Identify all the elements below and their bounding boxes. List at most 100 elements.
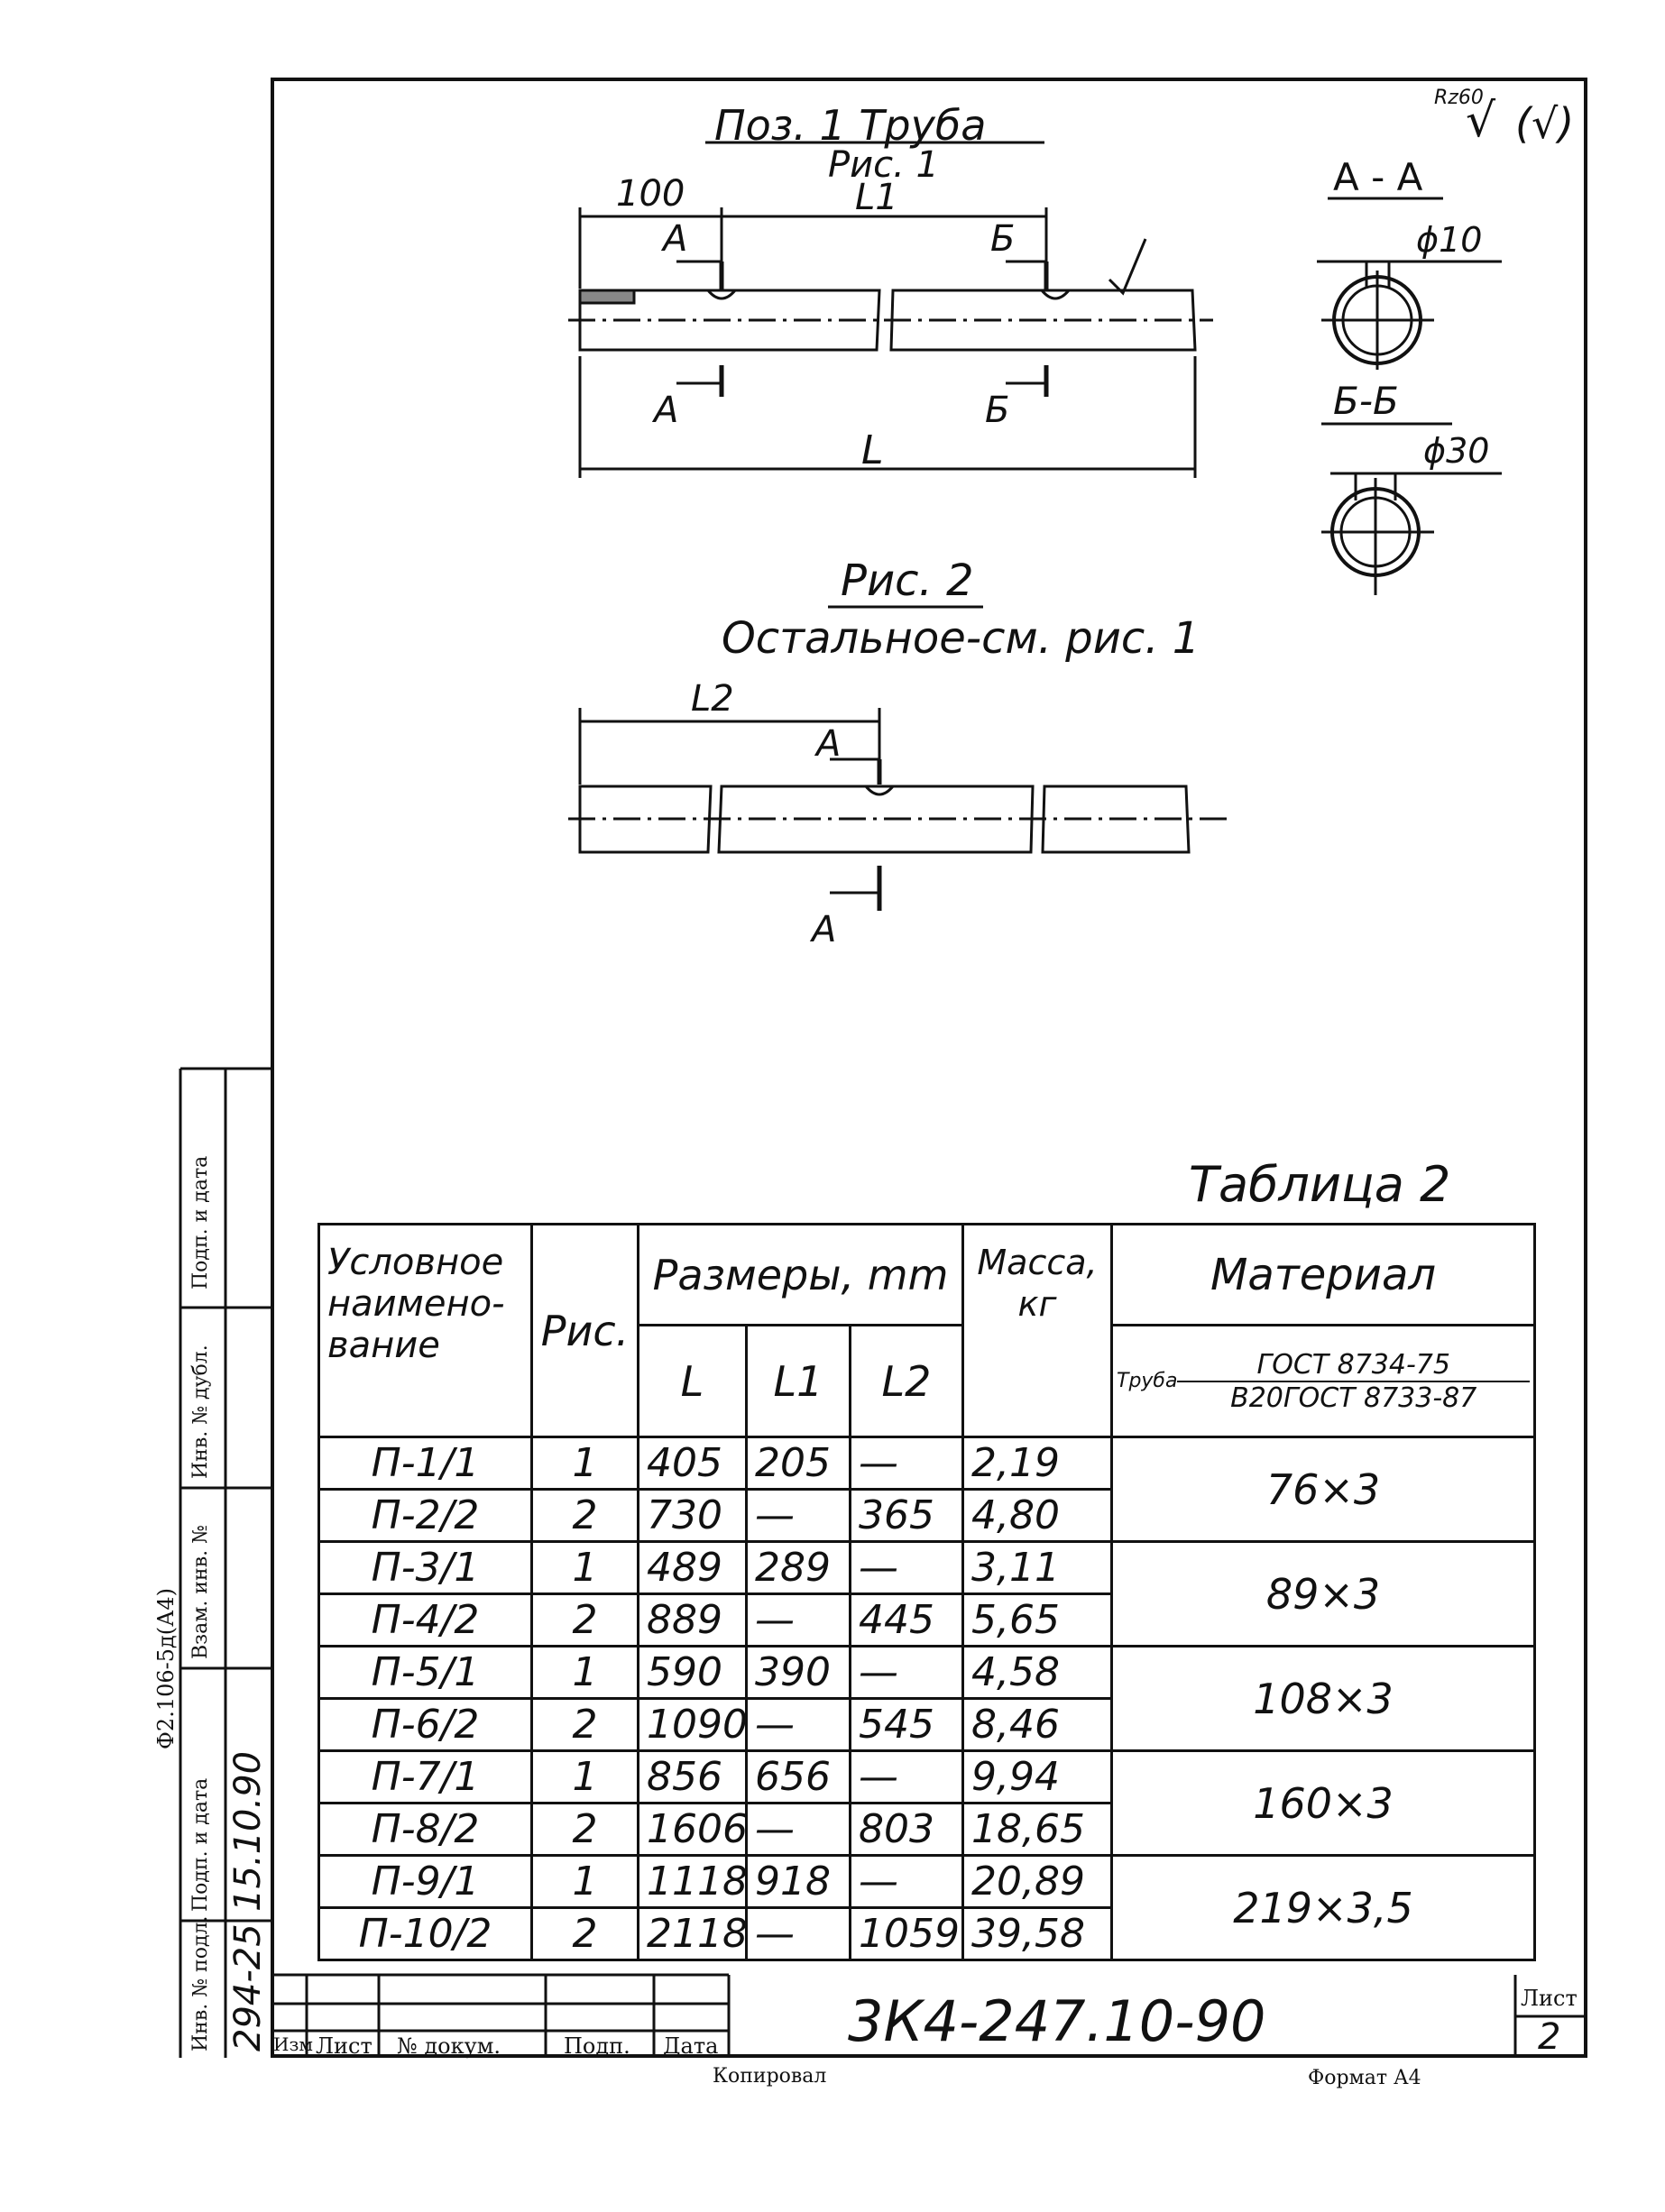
cell-L: 2118 bbox=[637, 1906, 748, 1961]
fig1-pipe-left bbox=[578, 289, 881, 352]
cell-L1: — bbox=[745, 1906, 851, 1961]
cell-L1: 390 bbox=[745, 1645, 851, 1700]
fig1-dim-L1: L1 bbox=[855, 177, 898, 218]
stamp-format: Формат А4 bbox=[1308, 2067, 1421, 2089]
stamp-sheet-label: Лист bbox=[1521, 1986, 1578, 2011]
header-name: Условное наимено-вание bbox=[317, 1223, 533, 1438]
header-mass: Масса, кг bbox=[961, 1223, 1113, 1438]
fig1-dim-100: 100 bbox=[616, 173, 685, 215]
cell-mass: 20,89 bbox=[961, 1854, 1113, 1909]
cell-mass: 8,46 bbox=[961, 1697, 1113, 1752]
cell-L1: 656 bbox=[745, 1749, 851, 1804]
cell-mass: 39,58 bbox=[961, 1906, 1113, 1961]
cell-material: 108×3 bbox=[1110, 1645, 1536, 1752]
fig2-pipe-left bbox=[578, 785, 713, 854]
cell-L1: 205 bbox=[745, 1436, 851, 1491]
material-standard-bottom: В20ГОСТ 8733-87 bbox=[1230, 1381, 1477, 1414]
table-caption: Таблица 2 bbox=[1189, 1156, 1451, 1213]
fig1-section-b-bottom: Б bbox=[985, 390, 1010, 431]
fig2-section-a-bottom: А bbox=[812, 909, 837, 950]
drawing-frame bbox=[271, 78, 1587, 2058]
cell-L: 856 bbox=[637, 1749, 748, 1804]
cell-name: П-7/1 bbox=[317, 1749, 533, 1804]
cell-material: 89×3 bbox=[1110, 1540, 1536, 1648]
cell-L: 1118 bbox=[637, 1854, 748, 1909]
roughness-value: Rz60 bbox=[1434, 87, 1484, 109]
fig2-title: Рис. 2 bbox=[841, 555, 974, 606]
cell-L2: 545 bbox=[849, 1697, 964, 1752]
section-aa-diameter: ϕ10 bbox=[1416, 220, 1483, 260]
cell-L2: 803 bbox=[849, 1802, 964, 1857]
cell-mass: 4,80 bbox=[961, 1488, 1113, 1543]
header-fig: Рис. bbox=[530, 1223, 639, 1438]
roughness-paren: (√) bbox=[1515, 99, 1575, 148]
cell-L2: — bbox=[849, 1854, 964, 1909]
cell-L1: — bbox=[745, 1592, 851, 1648]
cell-fig: 2 bbox=[530, 1488, 639, 1543]
cell-fig: 2 bbox=[530, 1802, 639, 1857]
cell-L: 730 bbox=[637, 1488, 748, 1543]
side-podp-data: Подп. и дата bbox=[189, 1777, 212, 1912]
stamp-col-izm: Изм bbox=[273, 2033, 313, 2055]
fig1-section-a-bottom: А bbox=[654, 390, 679, 431]
header-L1: L1 bbox=[745, 1324, 851, 1438]
cell-name: П-8/2 bbox=[317, 1802, 533, 1857]
cell-name: П-1/1 bbox=[317, 1436, 533, 1491]
cell-material: 160×3 bbox=[1110, 1749, 1536, 1857]
fig1-section-a-top: А bbox=[663, 218, 688, 260]
cell-L2: 1059 bbox=[849, 1906, 964, 1961]
roughness-check-icon: √ bbox=[1466, 94, 1496, 148]
cell-L2: — bbox=[849, 1749, 964, 1804]
side-date-handwritten: 15.10.90 bbox=[227, 1750, 269, 1912]
cell-fig: 2 bbox=[530, 1697, 639, 1752]
cell-name: П-6/2 bbox=[317, 1697, 533, 1752]
cell-L1: 289 bbox=[745, 1540, 851, 1595]
cell-L1: — bbox=[745, 1802, 851, 1857]
cell-fig: 1 bbox=[530, 1749, 639, 1804]
cell-fig: 2 bbox=[530, 1592, 639, 1648]
header-dims: Размеры, mm bbox=[637, 1223, 964, 1326]
cell-L2: 445 bbox=[849, 1592, 964, 1648]
cell-name: П-3/1 bbox=[317, 1540, 533, 1595]
cell-material: 219×3,5 bbox=[1110, 1854, 1536, 1961]
cell-fig: 1 bbox=[530, 1645, 639, 1700]
specification-table: Условное наимено-вание Рис. Размеры, mm … bbox=[317, 1223, 1536, 1961]
stamp-copied: Копировал bbox=[713, 2065, 827, 2088]
fig2-pipe-mid bbox=[717, 785, 1035, 854]
side-vzam-inv: Взам. инв. № bbox=[189, 1525, 212, 1659]
side-form-code: Ф2.106-5д(А4) bbox=[153, 1588, 179, 1749]
side-inv-number: 294-25 bbox=[227, 1923, 269, 2051]
cell-L1: — bbox=[745, 1488, 851, 1543]
cell-L2: 365 bbox=[849, 1488, 964, 1543]
stamp-col-list: Лист bbox=[316, 2033, 373, 2059]
cell-L: 405 bbox=[637, 1436, 748, 1491]
cell-name: П-4/2 bbox=[317, 1592, 533, 1648]
cell-name: П-10/2 bbox=[317, 1906, 533, 1961]
cell-mass: 18,65 bbox=[961, 1802, 1113, 1857]
cell-L: 1606 bbox=[637, 1802, 748, 1857]
cell-fig: 1 bbox=[530, 1854, 639, 1909]
cell-L: 1090 bbox=[637, 1697, 748, 1752]
cell-mass: 9,94 bbox=[961, 1749, 1113, 1804]
cell-name: П-2/2 bbox=[317, 1488, 533, 1543]
fig1-dim-L: L bbox=[861, 427, 884, 473]
side-inv-dubl: Инв. № дубл. bbox=[189, 1345, 212, 1479]
stamp-col-sign: Подп. bbox=[564, 2033, 630, 2059]
header-L: L bbox=[637, 1324, 748, 1438]
fig1-roughness-mark bbox=[1108, 238, 1147, 296]
side-inv-podl: Инв. № подл. bbox=[189, 1915, 212, 2051]
stamp-col-date: Дата bbox=[663, 2033, 719, 2059]
cell-material: 76×3 bbox=[1110, 1436, 1536, 1543]
